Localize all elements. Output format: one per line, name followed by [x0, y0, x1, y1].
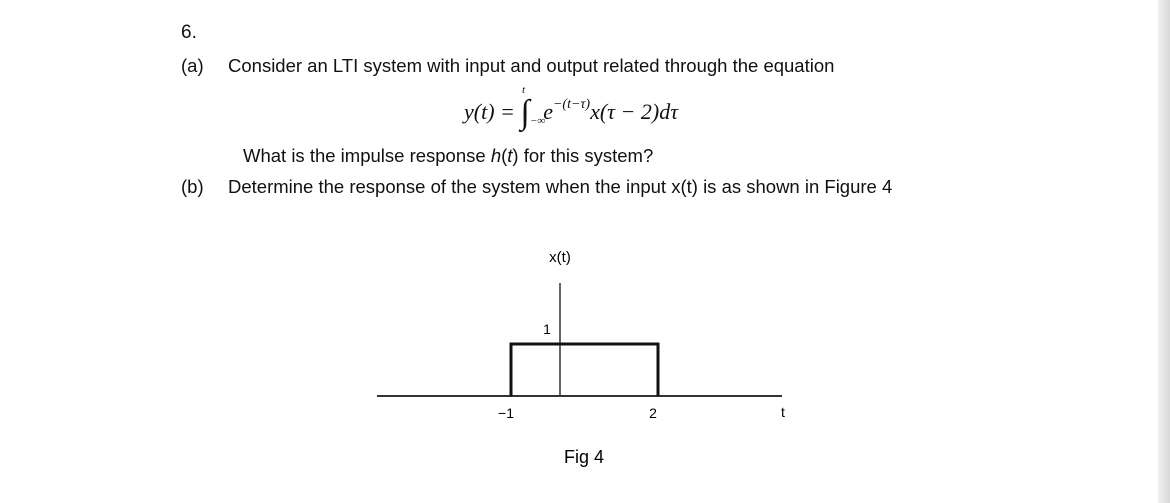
equation-lhs: y(t) = [464, 99, 521, 124]
integrand: x(τ − 2)dτ [590, 99, 679, 124]
integral-sign: ∫ [520, 94, 530, 131]
signal-pulse [509, 342, 660, 396]
question-number: 6. [181, 22, 197, 43]
tick-label-left: −1 [498, 405, 514, 421]
x-axis-label: t [781, 404, 785, 420]
part-a-label: (a) [181, 55, 204, 76]
part-b-text: Determine the response of the system whe… [228, 176, 893, 197]
lower-limit: −∞ [530, 115, 546, 127]
part-a-text: Consider an LTI system with input and ou… [228, 55, 835, 76]
figure-caption: Fig 4 [564, 447, 604, 467]
exponent: −(t−τ) [552, 97, 591, 112]
tick-label-top: 1 [543, 321, 551, 337]
tick-label-right: 2 [649, 405, 657, 421]
part-a-question: What is the impulse response h(t) for th… [243, 145, 654, 166]
upper-limit: t [522, 84, 526, 96]
page-edge-shadow [1158, 0, 1170, 503]
part-b-label: (b) [181, 176, 204, 197]
exp-base: e [543, 99, 553, 124]
equation: y(t) = ∫ t −∞ e−(t−τ)x(τ − 2)dτ [464, 84, 679, 131]
y-axis-label: x(t) [549, 249, 571, 266]
